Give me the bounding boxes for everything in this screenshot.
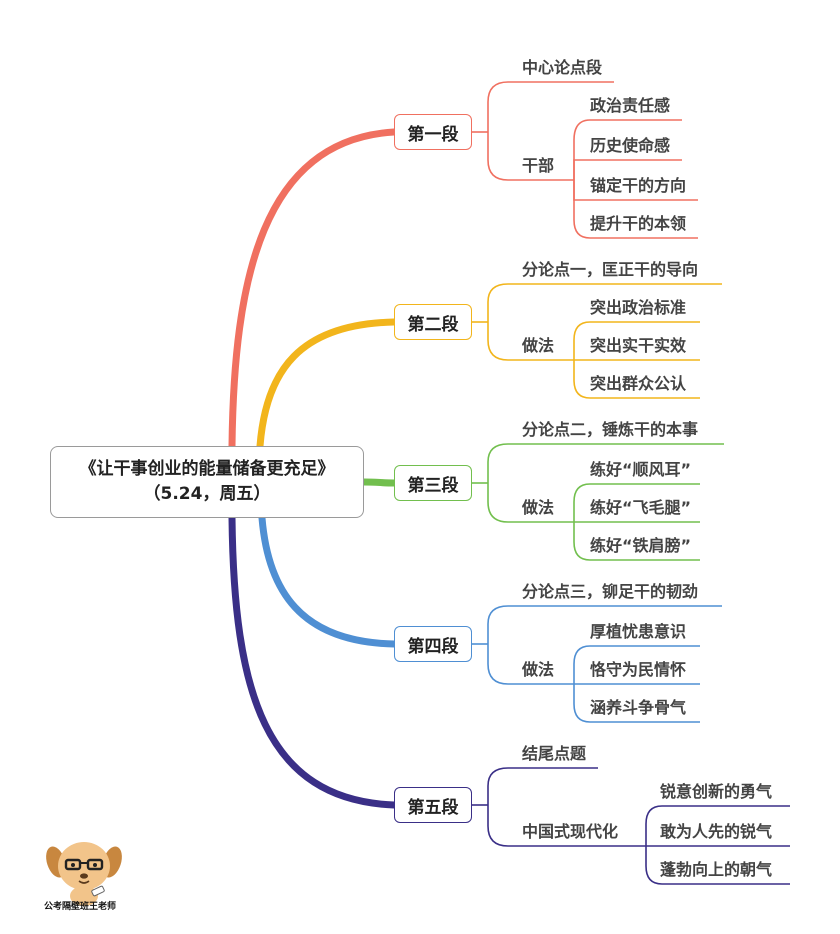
section-5-point-1[interactable]: 锐意创新的勇气 <box>660 782 773 801</box>
section-5-point-3[interactable]: 蓬勃向上的朝气 <box>660 860 773 879</box>
section-4-point-2[interactable]: 恪守为民情怀 <box>590 660 687 679</box>
section-3-point-1[interactable]: 练好“顺风耳” <box>590 460 692 479</box>
section-3-method-label[interactable]: 做法 <box>522 498 555 517</box>
section-node-4[interactable]: 第四段 <box>394 626 472 662</box>
root-subtitle: （5.24，周五） <box>143 484 271 504</box>
section-2-method-label[interactable]: 做法 <box>522 336 555 355</box>
section-node-1[interactable]: 第一段 <box>394 114 472 150</box>
section-1-point-1[interactable]: 政治责任感 <box>590 96 671 115</box>
section-5-topic[interactable]: 结尾点题 <box>522 744 587 763</box>
section-1-point-4[interactable]: 提升干的本领 <box>590 214 687 233</box>
section-4-method-label[interactable]: 做法 <box>522 660 555 679</box>
section-4-point-3[interactable]: 涵养斗争骨气 <box>590 698 687 717</box>
root-title: 《让干事创业的能量储备更充足》 <box>79 459 335 479</box>
watermark-text: 公考隔壁班王老师 <box>44 902 117 912</box>
section-4-topic[interactable]: 分论点三，铆足干的韧劲 <box>522 582 699 601</box>
section-5-point-2[interactable]: 敢为人先的锐气 <box>660 822 773 841</box>
section-node-2[interactable]: 第二段 <box>394 304 472 340</box>
section-2-point-3[interactable]: 突出群众公认 <box>590 374 687 393</box>
section-1-point-3[interactable]: 锚定干的方向 <box>590 176 687 195</box>
section-1-method-label[interactable]: 干部 <box>522 156 555 175</box>
dog-teacher-mascot-icon <box>46 842 122 906</box>
section-1-topic[interactable]: 中心论点段 <box>522 58 603 77</box>
section-1-point-2[interactable]: 历史使命感 <box>590 136 671 155</box>
root-node[interactable]: 《让干事创业的能量储备更充足》 （5.24，周五） <box>50 446 364 518</box>
section-2-point-2[interactable]: 突出实干实效 <box>590 336 687 355</box>
section-3-topic[interactable]: 分论点二，锤炼干的本事 <box>522 420 699 439</box>
section-2-topic[interactable]: 分论点一，匡正干的导向 <box>522 260 699 279</box>
section-3-point-3[interactable]: 练好“铁肩膀” <box>590 536 692 555</box>
section-node-3[interactable]: 第三段 <box>394 465 472 501</box>
section-node-5[interactable]: 第五段 <box>394 787 472 823</box>
section-5-method-label[interactable]: 中国式现代化 <box>522 822 619 841</box>
section-4-point-1[interactable]: 厚植忧患意识 <box>590 622 687 641</box>
section-3-point-2[interactable]: 练好“飞毛腿” <box>590 498 692 517</box>
section-2-point-1[interactable]: 突出政治标准 <box>590 298 687 317</box>
